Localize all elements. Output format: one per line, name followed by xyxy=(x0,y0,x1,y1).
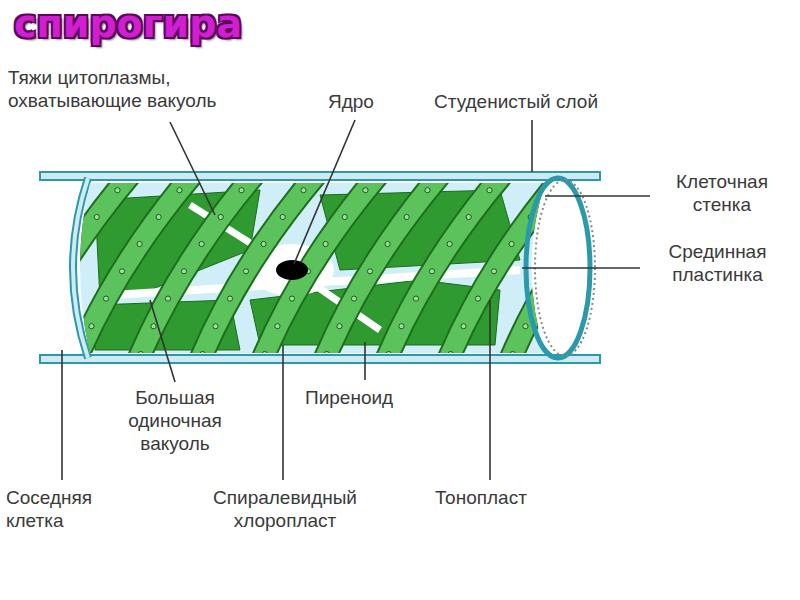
pyrenoid xyxy=(213,324,218,329)
pyrenoid xyxy=(385,241,390,246)
pyrenoid xyxy=(280,214,285,219)
pyrenoid xyxy=(399,324,404,329)
pyrenoid xyxy=(413,296,418,301)
callout-label: Спиралевидный хлоропласт xyxy=(180,486,390,532)
pyrenoid xyxy=(537,296,542,301)
pyrenoid xyxy=(509,241,514,246)
pyrenoid xyxy=(89,324,94,329)
callout-label: Студенистый слой xyxy=(434,90,634,113)
pyrenoid xyxy=(103,296,108,301)
pyrenoid xyxy=(301,188,306,193)
pyrenoid xyxy=(218,214,223,219)
pyrenoid xyxy=(261,241,266,246)
callout-label: Тонопласт xyxy=(435,486,565,509)
pyrenoid xyxy=(137,241,142,246)
pyrenoid xyxy=(363,188,368,193)
pyrenoid xyxy=(165,296,170,301)
pyrenoid xyxy=(386,351,391,356)
pyrenoid xyxy=(324,351,329,356)
spiral-chloroplast xyxy=(506,175,626,370)
pyrenoid xyxy=(404,214,409,219)
callout-label: Пиреноид xyxy=(305,386,435,409)
pyrenoid xyxy=(94,214,99,219)
pyrenoid xyxy=(243,269,248,274)
pyrenoid xyxy=(115,188,120,193)
spiral-chloroplast xyxy=(196,175,316,370)
pyrenoid xyxy=(337,324,342,329)
pyrenoid xyxy=(510,351,515,356)
nucleus xyxy=(276,260,308,280)
callout-label: Ядро xyxy=(328,90,398,113)
pyrenoid xyxy=(323,241,328,246)
pyrenoid xyxy=(475,296,480,301)
pyrenoid xyxy=(289,296,294,301)
pyrenoid xyxy=(76,351,81,356)
pyrenoid xyxy=(611,188,616,193)
pyrenoid xyxy=(227,296,232,301)
pyrenoid xyxy=(351,296,356,301)
pyrenoid xyxy=(181,269,186,274)
spiral-chloroplast xyxy=(506,175,626,370)
pyrenoid xyxy=(429,269,434,274)
pyrenoid xyxy=(571,241,576,246)
pyrenoid xyxy=(523,324,528,329)
title: спирогира xyxy=(14,2,242,46)
pyrenoid xyxy=(448,351,453,356)
pyrenoid xyxy=(590,214,595,219)
leader-lines xyxy=(62,120,650,480)
pyrenoid xyxy=(342,214,347,219)
pyrenoid xyxy=(177,188,182,193)
pyrenoid xyxy=(151,324,156,329)
pyrenoid xyxy=(367,269,372,274)
pyrenoid xyxy=(27,324,32,329)
cell-wall xyxy=(40,172,600,180)
spiral-chloroplast xyxy=(444,175,564,370)
pyrenoid xyxy=(75,241,80,246)
pyrenoid xyxy=(119,269,124,274)
pyrenoid xyxy=(239,188,244,193)
pyrenoid xyxy=(199,241,204,246)
spiral-chloroplast xyxy=(444,175,564,370)
callout-label: Срединная пластинка xyxy=(640,240,795,286)
pyrenoid xyxy=(156,214,161,219)
callout-label: Клеточная стенка xyxy=(652,170,792,216)
pyrenoid xyxy=(466,214,471,219)
cell-wall xyxy=(40,355,600,363)
callout-label: Тяжи цитоплазмы, охватывающие вакуоль xyxy=(8,66,308,112)
callout-label: Соседняя клетка xyxy=(6,486,126,532)
pyrenoid xyxy=(14,351,19,356)
pyrenoid xyxy=(200,351,205,356)
pyrenoid xyxy=(41,296,46,301)
pyrenoid xyxy=(138,351,143,356)
pyrenoid xyxy=(491,269,496,274)
pyrenoid xyxy=(461,324,466,329)
pyrenoid xyxy=(275,324,280,329)
callout-label: Большая одиночная вакуоль xyxy=(100,386,250,455)
pyrenoid xyxy=(262,351,267,356)
spiral-chloroplast xyxy=(196,175,316,370)
pyrenoid xyxy=(425,188,430,193)
pyrenoid xyxy=(447,241,452,246)
pyrenoid xyxy=(487,188,492,193)
pyrenoid xyxy=(57,269,62,274)
pyrenoid xyxy=(553,269,558,274)
